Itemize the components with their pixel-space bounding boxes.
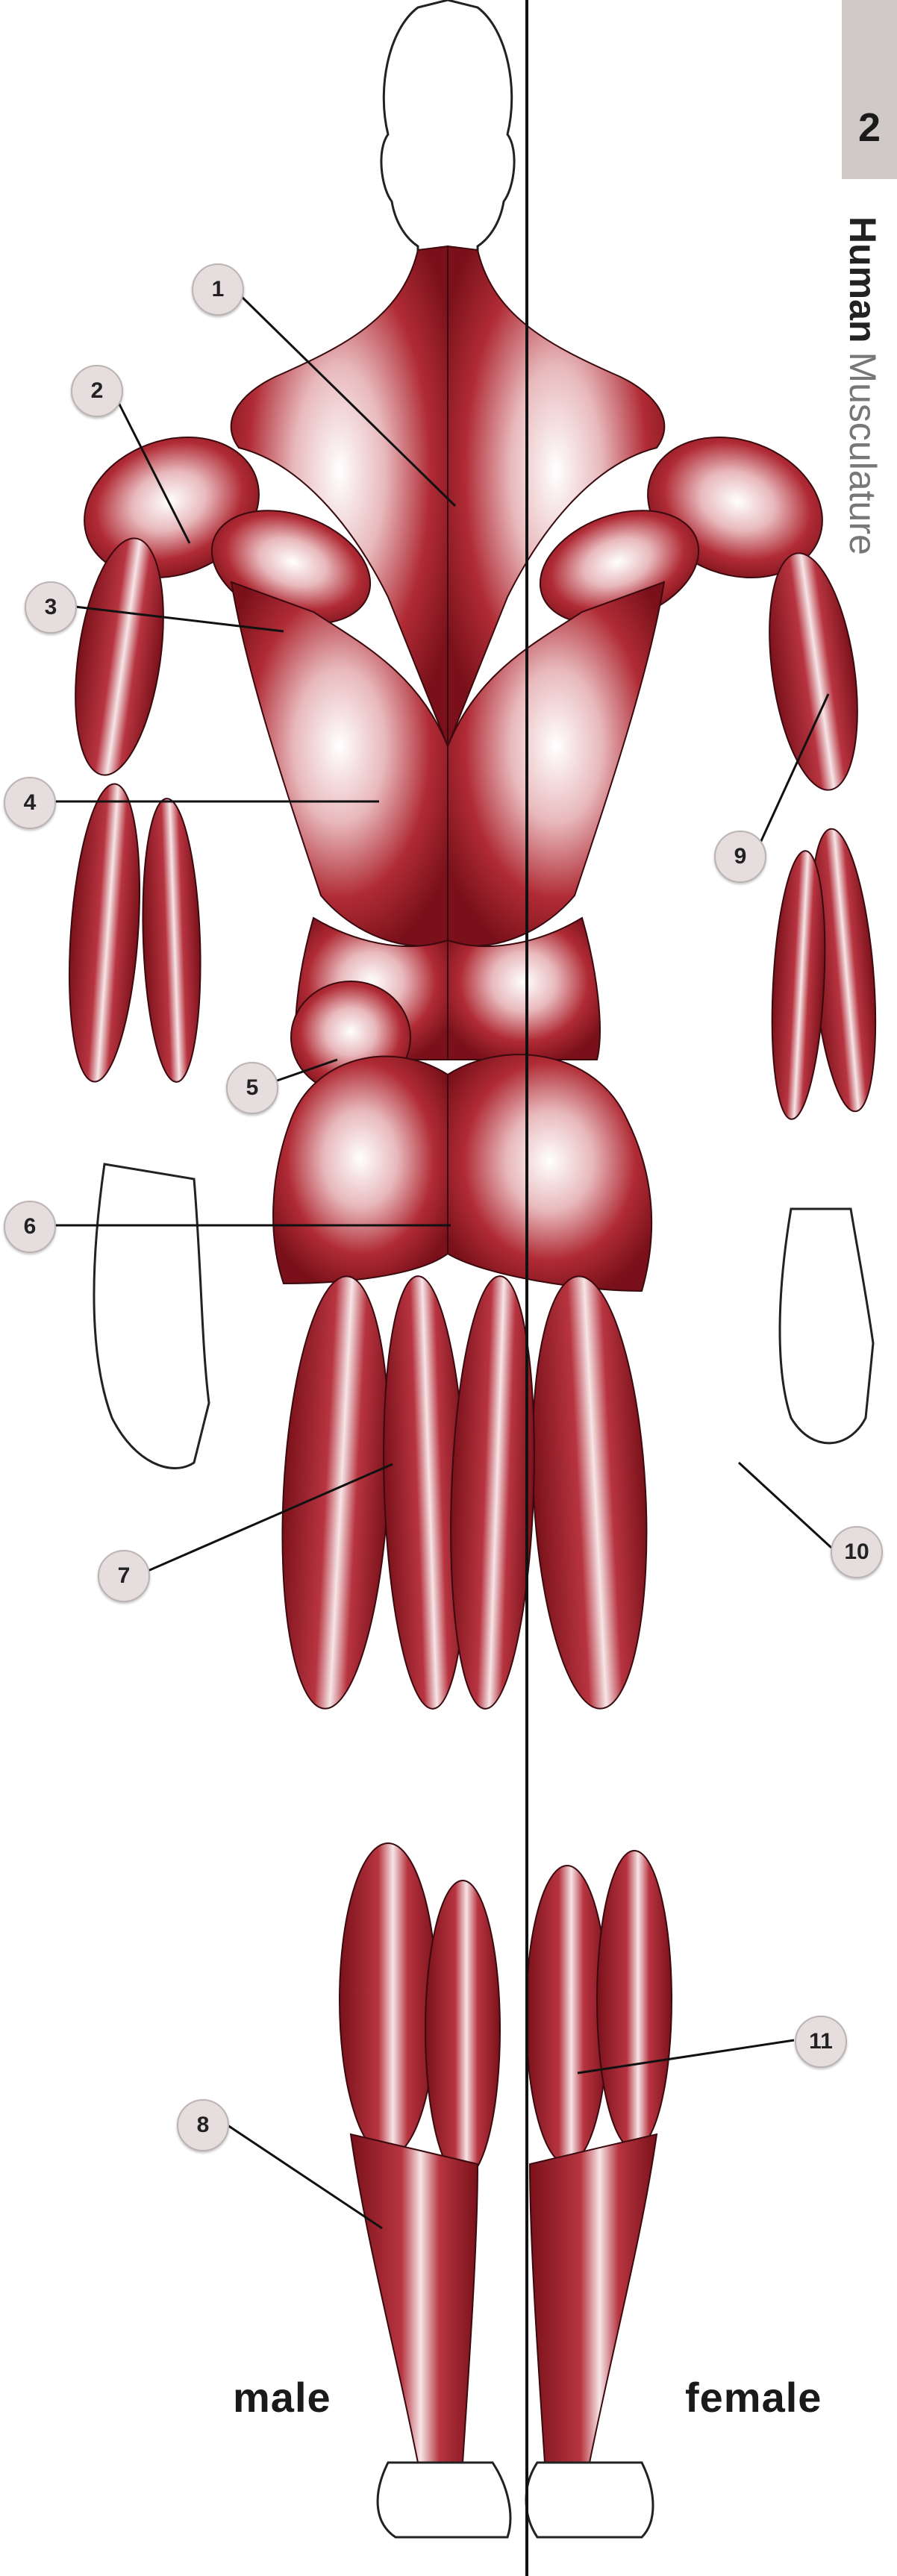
gluteus-maximus-left (273, 1057, 448, 1284)
head-outline (381, 0, 514, 254)
side-title-bold: Human (842, 216, 884, 343)
label-badge-6: 6 (4, 1201, 56, 1253)
lower-leg-right (530, 2134, 657, 2463)
side-title-light: Musculature (842, 351, 884, 554)
triceps-right (756, 548, 870, 795)
male-label: male (233, 2373, 331, 2422)
label-badge-1: 1 (192, 263, 244, 316)
gastrocnemius-right-b (597, 1851, 672, 2149)
leader-line-10 (739, 1463, 831, 1548)
label-badge-4: 4 (4, 777, 56, 829)
gastrocnemius-left-a (340, 1843, 437, 2157)
label-badge-3: 3 (25, 581, 77, 634)
hand-left (94, 1164, 209, 1469)
forearm-right-b (766, 849, 831, 1120)
forearm-left-b (138, 798, 204, 1083)
gastrocnemius-right-a (526, 1866, 608, 2164)
hamstring-right-a (522, 1273, 657, 1711)
label-badge-8: 8 (177, 2099, 229, 2151)
foot-left (378, 2463, 510, 2537)
foot-right (526, 2463, 653, 2537)
gastrocnemius-left-b (425, 1881, 500, 2179)
label-badge-7: 7 (98, 1550, 150, 1602)
forearm-left-a (60, 781, 149, 1084)
label-badge-9: 9 (714, 831, 766, 883)
hand-right (780, 1209, 873, 1443)
lower-leg-left (351, 2134, 478, 2463)
label-badge-5: 5 (226, 1062, 278, 1114)
side-title: HumanMusculature (841, 216, 884, 555)
hamstring-left-a (272, 1274, 399, 1712)
female-label: female (685, 2373, 822, 2422)
page-number: 2 (858, 104, 881, 151)
label-badge-11: 11 (795, 2016, 847, 2068)
label-badge-10: 10 (831, 1526, 883, 1578)
page-tab (842, 0, 897, 179)
gluteus-maximus-right (448, 1054, 651, 1291)
label-badge-2: 2 (71, 365, 123, 417)
